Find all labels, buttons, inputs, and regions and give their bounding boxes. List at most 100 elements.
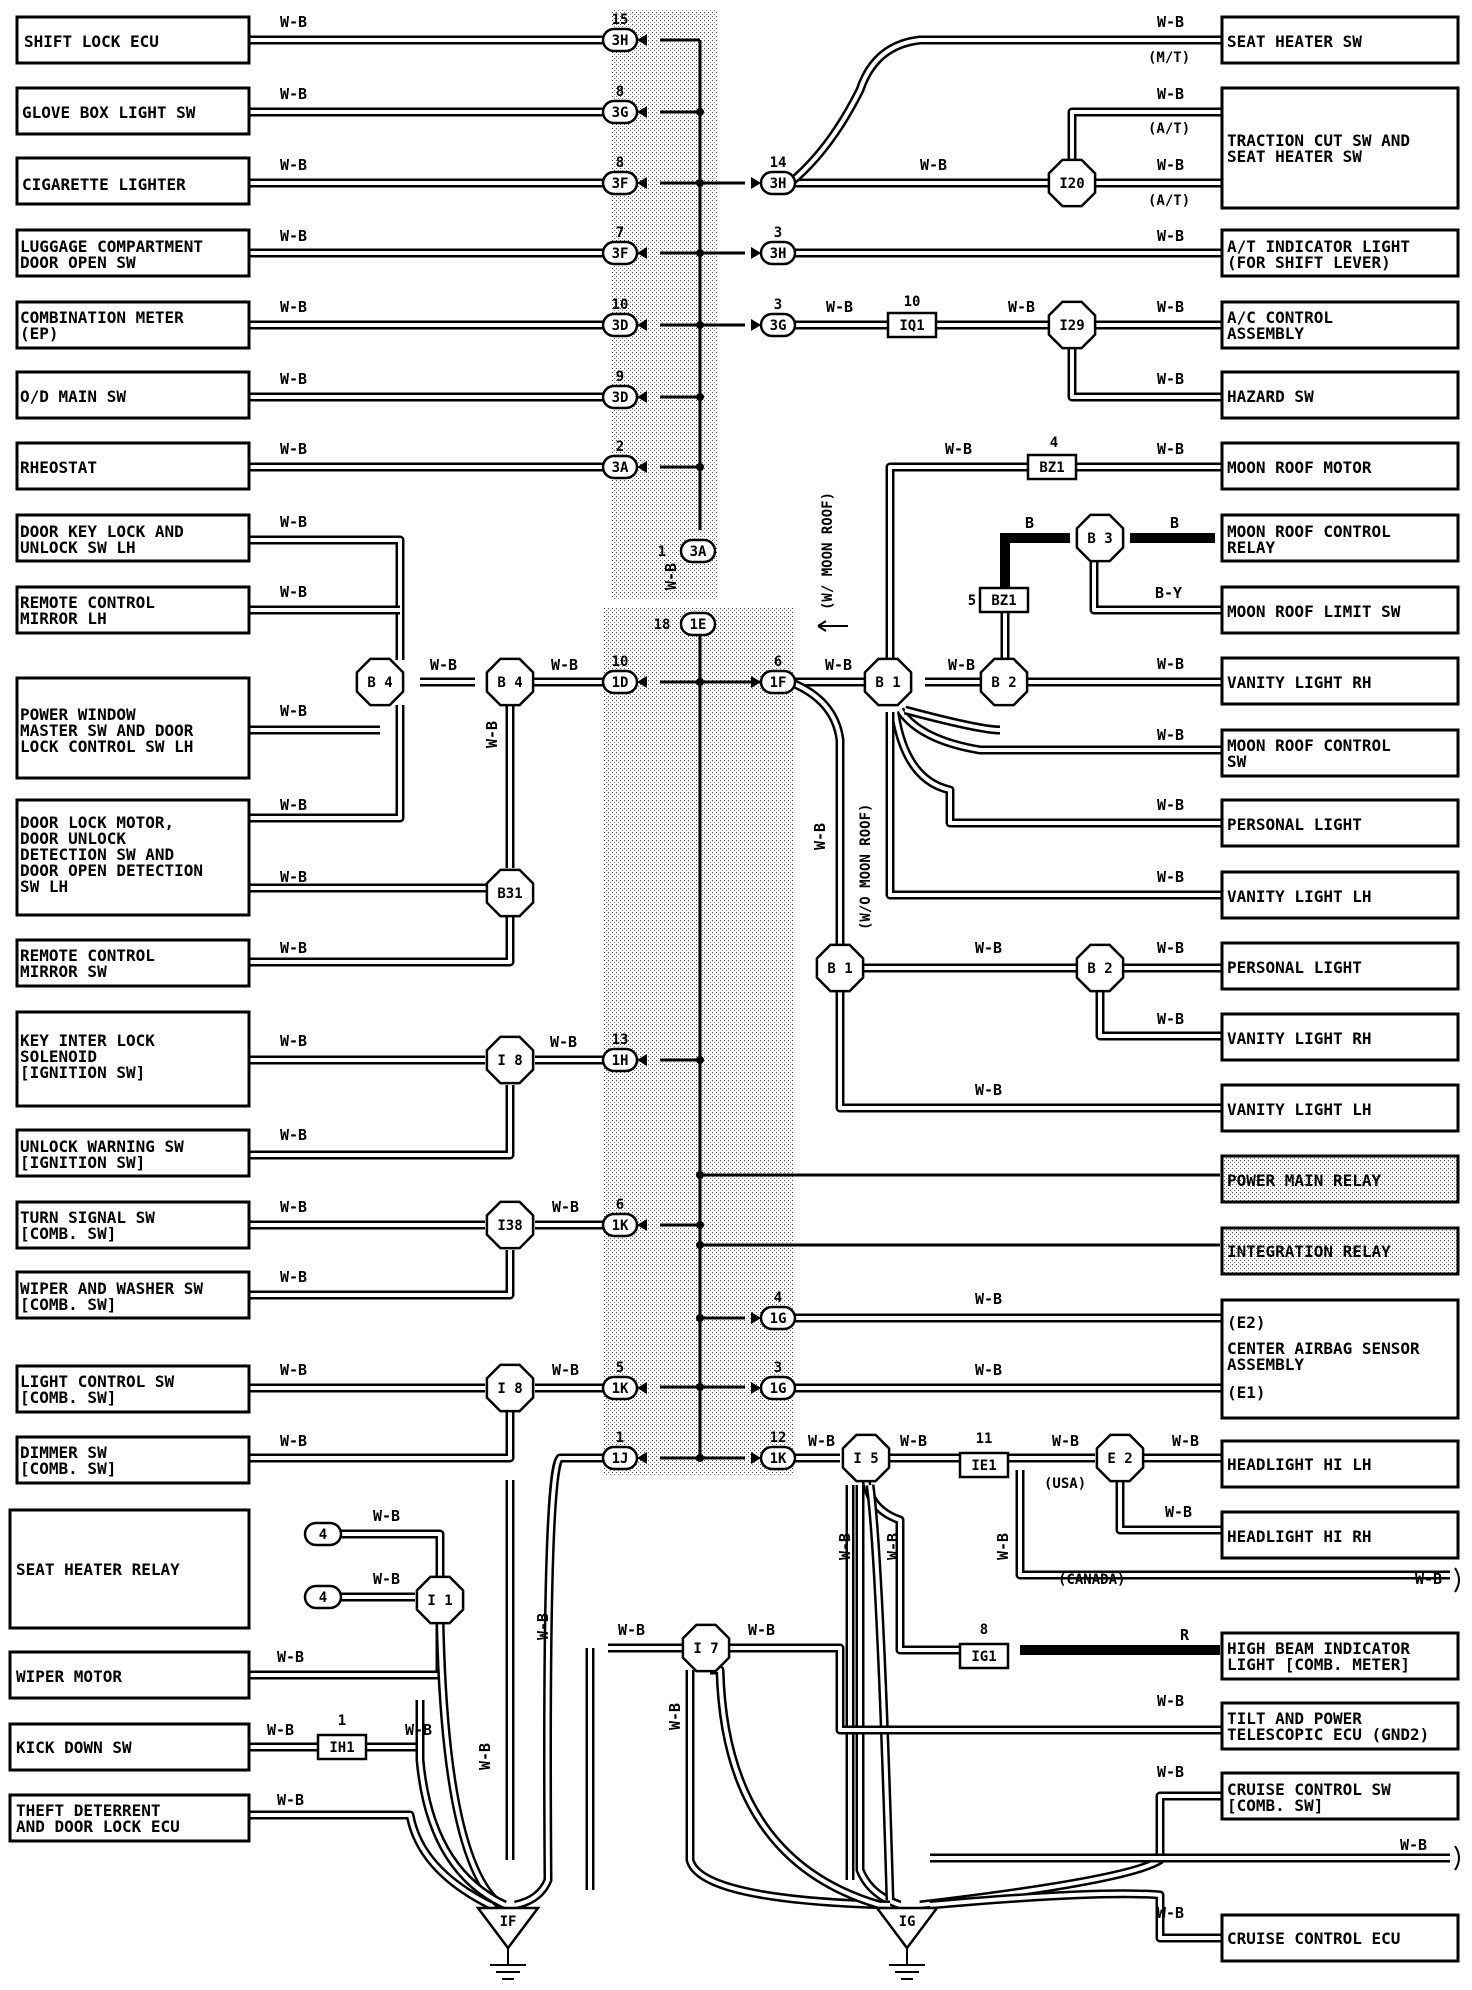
wire-color-label: W-B — [1157, 156, 1184, 174]
wire-inner-78 — [929, 1891, 1222, 1940]
wiring — [249, 35, 1450, 1943]
vanity-light-rh-2-box: VANITY LIGHT RH — [1220, 1012, 1460, 1062]
connector-arrow — [637, 319, 647, 331]
headlight-hi-lh-label: HEADLIGHT HI LH — [1227, 1455, 1372, 1474]
vanity-light-rh-1-box: VANITY LIGHT RH — [1220, 656, 1460, 706]
junction-b1 — [815, 943, 865, 993]
door-key-lock-sw-box: DOOR KEY LOCK AND UNLOCK SW LH — [15, 513, 251, 563]
wire-color-label: W-B — [280, 1432, 307, 1450]
airbag-label-1: CENTER AIRBAG SENSOR — [1227, 1339, 1420, 1358]
traction-cut-label-2: SEAT HEATER SW — [1227, 147, 1362, 166]
pin-number: 6 — [616, 1197, 624, 1213]
wire-inner-75 — [688, 1670, 891, 1907]
pin-bz1: 5 — [968, 593, 976, 609]
pin-bz1-top: 4 — [1050, 435, 1058, 451]
bus-junction-dot — [696, 393, 704, 401]
wire-color-label: W-B — [280, 227, 307, 245]
connector-label: 3D — [612, 390, 629, 406]
wiper-washer-label-1: WIPER AND WASHER SW — [20, 1279, 203, 1298]
connector-label: 3A — [612, 460, 629, 476]
airbag-label-e1: (E1) — [1227, 1383, 1266, 1402]
power-window-label-2: MASTER SW AND DOOR — [20, 721, 194, 740]
bus-junction-dot — [696, 1221, 704, 1229]
wire-color-label-vertical: W-B — [534, 1613, 552, 1640]
wire-inner-68 — [1018, 1470, 1450, 1577]
wire-inner-77 — [919, 1794, 1222, 1907]
connector-pill — [679, 538, 717, 564]
door-lock-motor-label-5: SW LH — [20, 877, 68, 896]
wire-color-label: W-B — [748, 1621, 775, 1639]
power-main-relay-box: POWER MAIN RELAY — [1220, 1154, 1460, 1204]
wire-color-label: R — [1180, 1626, 1190, 1644]
cigarette-lighter-label: CIGARETTE LIGHTER — [22, 175, 186, 194]
connector-arrow — [751, 1452, 761, 1464]
wire-color-label: W-B — [280, 939, 307, 957]
connector-arrow — [637, 106, 647, 118]
connector-label: 1H — [612, 1053, 629, 1069]
dimmer-sw-label-1: DIMMER SW — [20, 1443, 107, 1462]
light-control-sw-box: LIGHT CONTROL SW [COMB. SW] — [15, 1364, 251, 1414]
connector-arrow — [637, 676, 647, 688]
connector-label: 3H — [770, 176, 787, 192]
junction-label-i29: I29 — [1059, 318, 1084, 334]
wire-inner-58 — [418, 1700, 506, 1907]
pin-ig1: 8 — [980, 1622, 988, 1638]
key-interlock-label-2: SOLENOID — [20, 1047, 97, 1066]
headlight-hi-rh-box: HEADLIGHT HI RH — [1220, 1510, 1460, 1560]
wire-inner-28 — [789, 680, 842, 968]
junction-label-b31: B31 — [497, 886, 522, 902]
wire-36 — [249, 705, 405, 823]
wire-inner-25 — [893, 711, 1222, 825]
power-window-label-3: LOCK CONTROL SW LH — [20, 737, 193, 756]
pin-number: 18 — [654, 617, 671, 633]
wire-inner-36 — [249, 705, 402, 820]
integration-relay-box: INTEGRATION RELAY — [1220, 1226, 1460, 1276]
traction-cut-sw-box: TRACTION CUT SW AND SEAT HEATER SW — [1220, 86, 1460, 210]
light-control-label-1: LIGHT CONTROL SW — [20, 1372, 174, 1391]
notes: (M/T) (A/T) (A/T) (USA) (CANADA) (W/ MOO… — [817, 50, 1190, 1588]
wiper-washer-sw-box: WIPER AND WASHER SW [COMB. SW] — [15, 1270, 251, 1320]
personal-light-1-box: PERSONAL LIGHT — [1220, 798, 1460, 848]
wire-color-label: W-B — [280, 513, 307, 531]
junction-label-b2: B 2 — [991, 675, 1016, 691]
wire-color-label: W-B — [826, 298, 853, 316]
junction-b2 — [1075, 943, 1125, 993]
connector-bz1-top: BZ1 — [1039, 460, 1064, 476]
personal-light-2-label: PERSONAL LIGHT — [1227, 958, 1362, 977]
wire-color-label: W-B — [1008, 298, 1035, 316]
junction-b1 — [863, 657, 913, 707]
connector-label: 3H — [612, 33, 629, 49]
bus-dots — [696, 108, 704, 1462]
wiper-motor-label: WIPER MOTOR — [16, 1667, 122, 1686]
moon-roof-sw-label-1: MOON ROOF CONTROL — [1227, 736, 1391, 755]
connector-label: 1J — [612, 1451, 629, 1467]
wire-color-label: W-B — [1157, 1010, 1184, 1028]
junction-b4 — [485, 657, 535, 707]
wire-inner-16 — [1070, 348, 1222, 399]
personal-light-2-box: PERSONAL LIGHT — [1220, 941, 1460, 991]
note-mt: (M/T) — [1148, 50, 1190, 66]
cruise-control-ecu-label: CRUISE CONTROL ECU — [1227, 1929, 1400, 1948]
tilt-telescopic-label-1: TILT AND POWER — [1227, 1709, 1362, 1728]
wire-color-label-vertical: W-B — [476, 1743, 494, 1770]
connector-label: 3A — [690, 544, 707, 560]
wire-color-label: W-B — [1157, 655, 1184, 673]
junction-i1 — [415, 1575, 465, 1625]
wire-color-label: W-B — [1157, 939, 1184, 957]
wire-33 — [249, 535, 405, 660]
vanity-light-lh-2-box: VANITY LIGHT LH — [1220, 1083, 1460, 1133]
wire-inner-71 — [868, 1484, 892, 1901]
pin-number: 9 — [616, 369, 624, 385]
wire-color-label: W-B — [280, 1268, 307, 1286]
unlock-warning-label-1: UNLOCK WARNING SW — [20, 1137, 184, 1156]
moon-roof-sw-label-2: SW — [1227, 752, 1247, 771]
connector-label: 1K — [612, 1218, 629, 1234]
bus-junction-dot — [696, 179, 704, 187]
wire-color-label: W-B — [1157, 227, 1184, 245]
luggage-door-label-2: DOOR OPEN SW — [20, 253, 136, 272]
wire-inner-56 — [249, 1813, 491, 1907]
turn-signal-sw-box: TURN SIGNAL SW [COMB. SW] — [15, 1200, 251, 1250]
door-lock-motor-label-2: DOOR UNLOCK — [20, 829, 126, 848]
connector-ig1: IG1 — [971, 1649, 996, 1665]
wire-inner-12 — [788, 38, 1222, 185]
